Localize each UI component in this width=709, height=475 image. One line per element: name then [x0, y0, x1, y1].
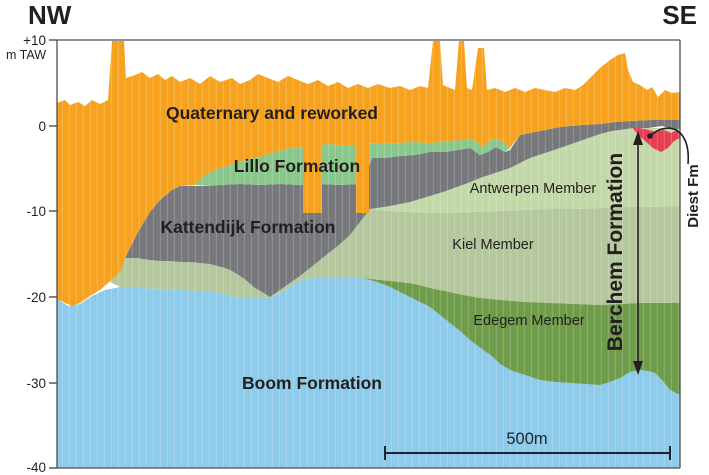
- berchem-arrowhead-up: [633, 131, 643, 145]
- scale-bar-label: 500m: [506, 430, 547, 448]
- tick-label-minus40: -40: [26, 460, 46, 475]
- tick-label-plus10: +10: [23, 33, 46, 48]
- axis-labels: +10 m TAW 0 -10 -20 -30 -40: [6, 33, 46, 475]
- compass-nw-label: NW: [28, 0, 72, 30]
- kattendijk-label: Kattendijk Formation: [160, 217, 335, 237]
- plot-frame: [56, 39, 681, 469]
- diest-leader-annotation: [647, 127, 689, 165]
- diest-label: Diest Fm: [685, 164, 702, 227]
- tick-label-minus30: -30: [26, 376, 46, 391]
- berchem-arrowhead-down: [633, 361, 643, 375]
- lillo-label: Lillo Formation: [234, 156, 360, 176]
- axis-unit-label: m TAW: [6, 48, 46, 62]
- diest-leader-curve: [649, 127, 689, 165]
- tick-label-0: 0: [38, 119, 46, 134]
- formation-labels: Quaternary and reworked Lillo Formation …: [160, 103, 702, 393]
- berchem-extent-arrow: [633, 131, 643, 375]
- quaternary-label: Quaternary and reworked: [166, 103, 378, 123]
- borehole-striping-overlay: [57, 40, 680, 468]
- scale-bar: [384, 446, 671, 460]
- berchem-label: Berchem Formation: [604, 153, 627, 351]
- tick-label-minus10: -10: [26, 204, 46, 219]
- formation-layers: [57, 40, 680, 468]
- tick-label-minus20: -20: [26, 290, 46, 305]
- kiel-label: Kiel Member: [452, 237, 534, 253]
- edegem-label: Edegem Member: [473, 313, 584, 329]
- axis-ticks: [49, 39, 57, 469]
- compass-se-label: SE: [662, 0, 697, 30]
- antwerpen-label: Antwerpen Member: [470, 181, 597, 197]
- boom-label: Boom Formation: [242, 373, 382, 393]
